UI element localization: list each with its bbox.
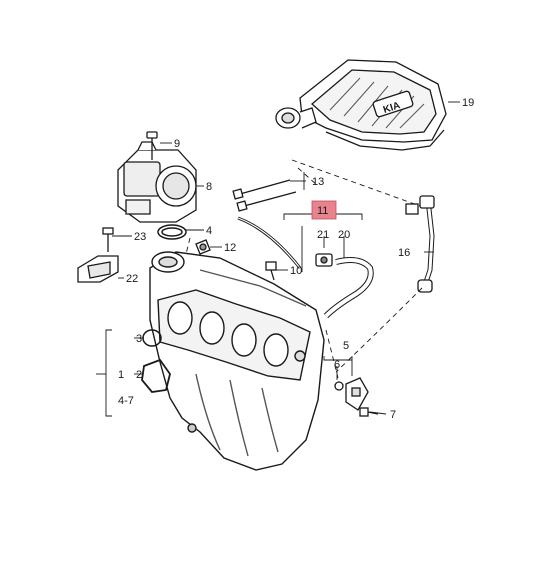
callout-11: 11 bbox=[317, 205, 328, 217]
highlight-box-11 bbox=[311, 200, 337, 220]
callout-2: 2 bbox=[136, 369, 142, 381]
callout-16: 16 bbox=[398, 247, 410, 259]
intake-manifold bbox=[149, 251, 325, 471]
callout-9: 9 bbox=[174, 138, 180, 150]
callout-5: 5 bbox=[343, 340, 349, 352]
throttle-body bbox=[117, 141, 197, 223]
bolt-7 bbox=[359, 407, 379, 417]
engine-cover: KIA bbox=[275, 59, 447, 151]
callout-1: 1 bbox=[118, 369, 124, 381]
alignment-lines bbox=[185, 159, 423, 379]
callout-19: 19 bbox=[462, 97, 474, 109]
stud-pair-13 bbox=[232, 179, 297, 212]
callout-6: 6 bbox=[334, 359, 340, 371]
sensor-21 bbox=[315, 253, 333, 267]
bolt-9 bbox=[146, 131, 158, 160]
callout-7: 7 bbox=[390, 409, 396, 421]
callout-12: 12 bbox=[224, 242, 236, 254]
callout-4-7: 4-7 bbox=[118, 395, 134, 407]
callout-3: 3 bbox=[136, 333, 142, 345]
o-ring-6 bbox=[334, 381, 344, 391]
bolt-10 bbox=[265, 261, 277, 281]
cover-logo: KIA bbox=[382, 100, 402, 116]
callout-13: 13 bbox=[312, 176, 324, 188]
callout-10: 10 bbox=[290, 265, 302, 277]
callout-8: 8 bbox=[206, 181, 212, 193]
o-ring-4 bbox=[157, 224, 187, 240]
callout-23: 23 bbox=[134, 231, 146, 243]
hose-thin bbox=[237, 216, 302, 269]
callout-4: 4 bbox=[206, 225, 212, 237]
callout-22: 22 bbox=[126, 273, 138, 285]
callout-21: 21 bbox=[317, 229, 329, 241]
callout-20: 20 bbox=[338, 229, 350, 241]
callout-labels: 1 2 3 4 4-7 5 6 7 8 9 10 11 12 13 16 19 … bbox=[118, 97, 474, 421]
gasket-2 bbox=[141, 358, 171, 393]
bolt-23 bbox=[102, 227, 114, 252]
sensor-5 bbox=[345, 377, 369, 411]
fitting-12 bbox=[195, 239, 211, 255]
bracket-22 bbox=[77, 255, 119, 283]
